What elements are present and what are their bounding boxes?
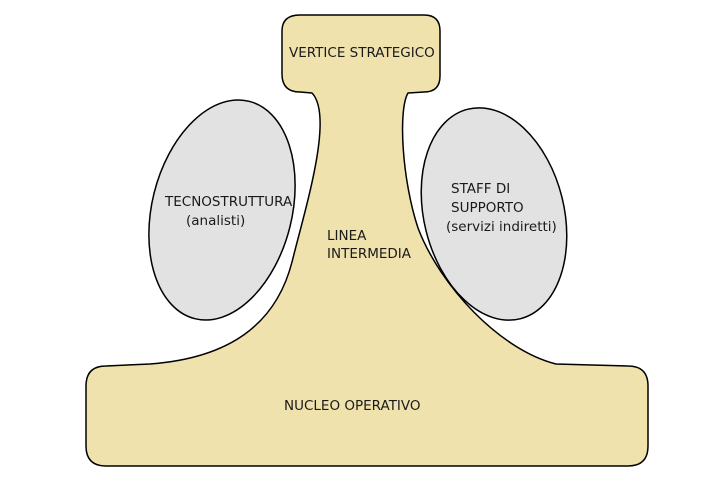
technostructure-sublabel: (analisti) bbox=[186, 213, 246, 229]
support-staff-sublabel: (servizi indiretti) bbox=[446, 219, 557, 235]
technostructure-label: TECNOSTRUTTURA bbox=[165, 194, 293, 210]
operating-core-label: NUCLEO OPERATIVO bbox=[284, 398, 421, 414]
strategic-apex-label: VERTICE STRATEGICO bbox=[289, 45, 435, 61]
organization-body-shape bbox=[85, 14, 649, 467]
support-staff-ellipse bbox=[420, 107, 568, 321]
support-staff-label-line2: SUPPORTO bbox=[451, 200, 524, 216]
middle-line-label-line2: INTERMEDIA bbox=[327, 246, 412, 262]
support-staff-label-line1: STAFF DI bbox=[451, 181, 511, 197]
middle-line-label-line1: LINEA bbox=[327, 228, 367, 244]
technostructure-ellipse bbox=[148, 99, 296, 321]
